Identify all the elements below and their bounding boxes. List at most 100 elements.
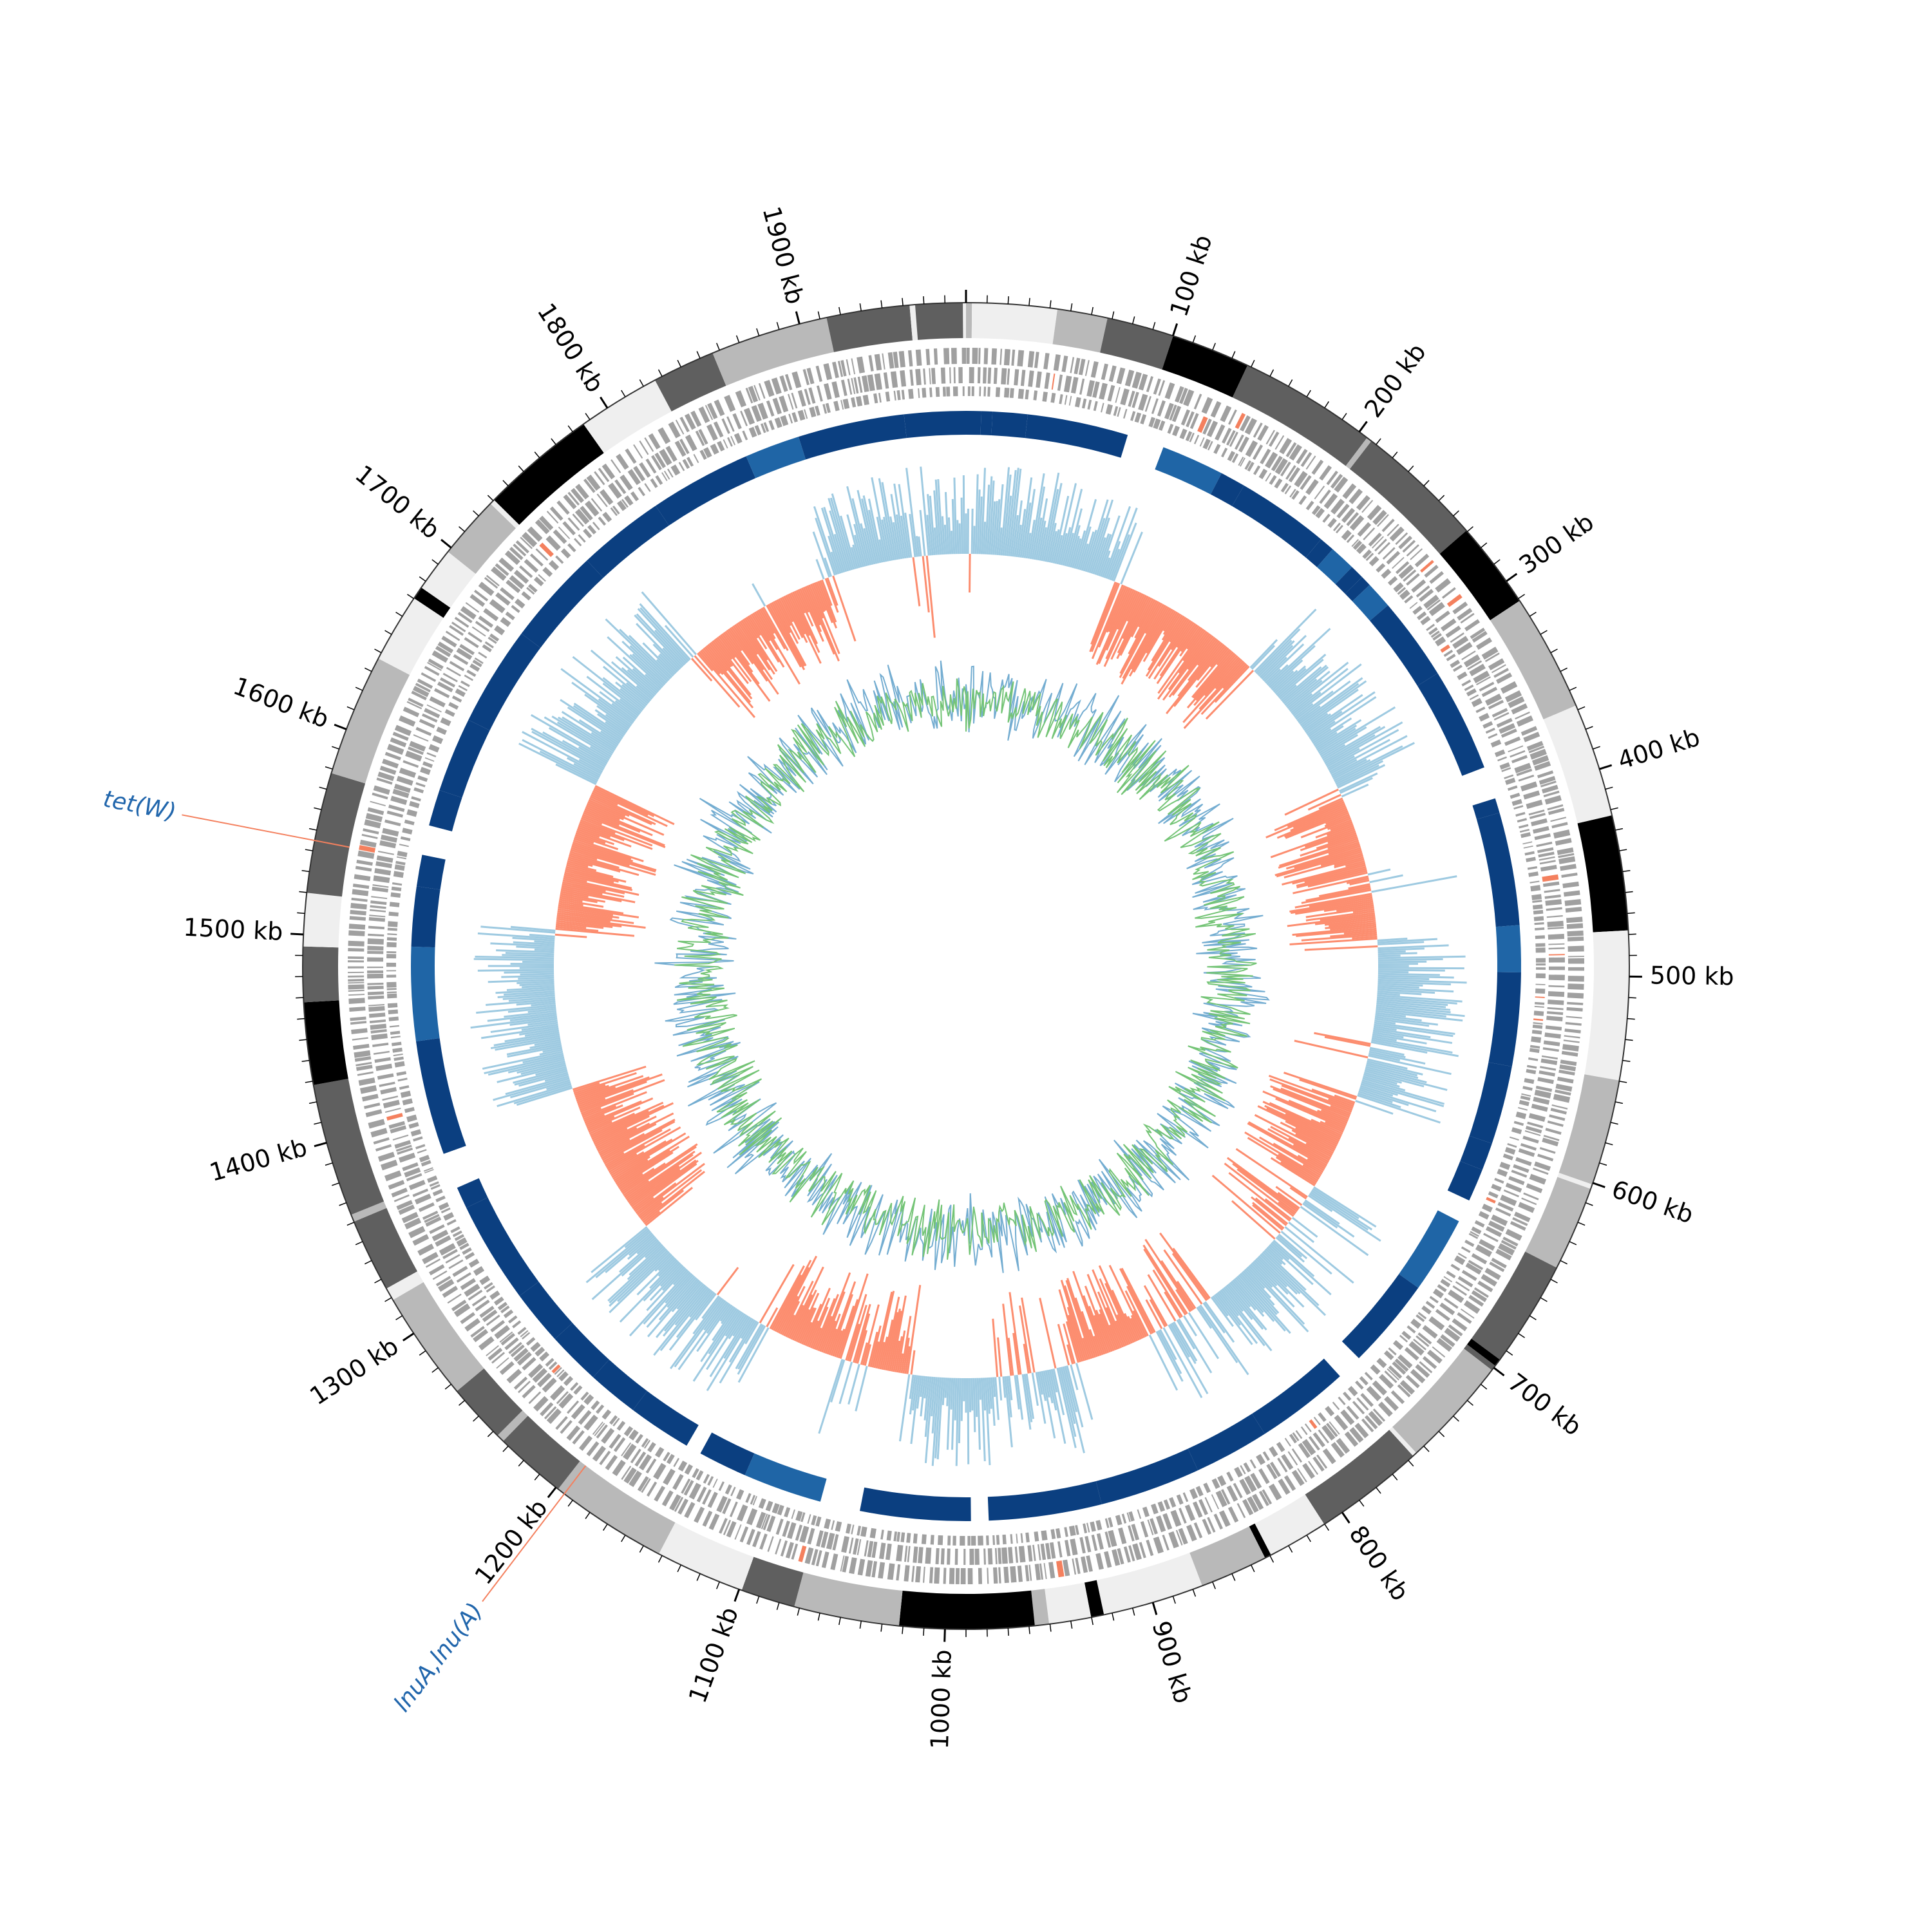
gc-content-bar <box>1361 1081 1444 1108</box>
gc-content-bar <box>1363 1074 1397 1085</box>
gc-content-bar <box>594 1128 628 1146</box>
cds-feature <box>540 1402 554 1417</box>
cds-feature <box>1520 1095 1531 1101</box>
gc-content-bar <box>524 1029 560 1037</box>
gc-content-bar <box>1097 1291 1122 1349</box>
gc-content-bar <box>1378 969 1445 972</box>
cds-feature <box>386 970 397 972</box>
gc-content-bar <box>1018 509 1027 558</box>
gc-content-bar <box>1023 1343 1030 1374</box>
cds-feature <box>1558 856 1576 864</box>
cds-feature <box>419 1155 430 1162</box>
gc-content-bar <box>1227 1283 1267 1331</box>
gc-content-bar <box>929 495 936 555</box>
cds-feature <box>1505 1182 1522 1193</box>
gc-content-bar <box>473 958 554 961</box>
gc-content-bar <box>1232 1162 1298 1213</box>
gc-content-bar <box>572 843 657 871</box>
cds-feature <box>440 717 451 726</box>
gc-content-bar <box>1106 585 1128 633</box>
gc-content-bar <box>1377 938 1408 942</box>
gc-content-bar <box>507 1006 556 1013</box>
gc-content-bar <box>1238 1274 1291 1334</box>
cds-feature <box>1401 1331 1412 1340</box>
cds-feature <box>949 1567 955 1584</box>
gene-annotation-label: lnuA,lnu(A) <box>389 1598 488 1717</box>
cds-feature <box>433 688 450 699</box>
gc-content-bar <box>1153 621 1193 680</box>
gc-content-bar <box>1065 1321 1079 1363</box>
cds-feature <box>1388 1365 1403 1379</box>
cds-feature <box>1289 488 1296 498</box>
cds-feature <box>425 1258 440 1268</box>
gc-content-bar <box>1258 1136 1323 1175</box>
cds-feature <box>1357 522 1372 537</box>
gc-content-bar <box>1276 654 1327 697</box>
gc-content-bar <box>1287 914 1376 927</box>
cds-feature <box>721 418 730 434</box>
gc-content-bar <box>800 1321 813 1345</box>
gc-content-bar <box>627 669 657 696</box>
gc-content-bar <box>1083 529 1097 572</box>
gc-content-bar <box>1166 642 1224 715</box>
gc-content-bar <box>605 721 625 736</box>
cds-feature <box>503 1309 514 1318</box>
gc-content-bar <box>779 597 794 623</box>
gc-content-bar <box>512 936 555 942</box>
gc-content-bar <box>1270 1157 1316 1187</box>
gc-content-bar <box>542 1046 563 1053</box>
minor-tick <box>1028 1626 1030 1634</box>
annotation-leader-line <box>482 1465 587 1602</box>
cds-feature <box>802 368 810 386</box>
gc-content-bar <box>1285 1120 1338 1147</box>
minor-tick <box>1152 321 1156 330</box>
cds-feature <box>1128 1545 1135 1562</box>
cds-feature <box>1336 504 1350 518</box>
cds-feature <box>1146 1539 1154 1557</box>
gc-content-bar <box>1007 1338 1014 1376</box>
gc-content-bar <box>477 969 554 972</box>
cds-feature <box>1334 1414 1349 1431</box>
gc-content-bar <box>895 1336 903 1372</box>
cds-feature <box>658 427 671 444</box>
gc-content-bar <box>607 1153 638 1171</box>
cds-feature <box>1435 1309 1450 1321</box>
gc-content-bar <box>1321 744 1346 759</box>
cds-feature <box>629 1470 642 1488</box>
cds-feature <box>1309 1419 1318 1429</box>
cds-feature <box>1319 465 1332 481</box>
cds-feature <box>509 547 524 560</box>
cds-feature <box>1298 495 1307 506</box>
gc-content-bar <box>605 1128 671 1166</box>
cds-feature <box>546 511 559 524</box>
cds-feature <box>1548 957 1565 963</box>
gc-content-bar <box>1378 976 1430 981</box>
gc-content-bar <box>832 575 857 642</box>
cds-feature <box>426 752 437 758</box>
cds-feature <box>1025 1532 1030 1543</box>
gc-content-bar <box>573 1082 600 1093</box>
cds-feature <box>761 1513 768 1530</box>
cds-feature <box>596 493 608 507</box>
cds-feature <box>1003 1566 1009 1584</box>
gc-content-bar <box>829 497 853 571</box>
minor-tick <box>1550 1278 1558 1283</box>
cds-feature <box>1250 1472 1262 1489</box>
gc-content-bar <box>1117 589 1137 630</box>
minor-tick <box>1540 630 1548 635</box>
cds-feature <box>1481 687 1498 697</box>
gc-content-bar <box>1037 520 1046 561</box>
cds-feature <box>1484 652 1500 663</box>
gc-content-bar <box>1323 902 1374 913</box>
cds-feature <box>1372 1408 1386 1422</box>
gc-content-bar <box>1280 1161 1317 1185</box>
cds-feature <box>1215 1490 1227 1508</box>
cds-feature <box>1090 361 1099 378</box>
cds-feature <box>1410 1368 1426 1384</box>
cds-feature <box>1346 534 1355 544</box>
gc-content-bar <box>596 705 630 730</box>
gc-content-bar <box>747 615 761 636</box>
gc-content-bar <box>1027 520 1036 559</box>
gc-content-bar <box>1376 1010 1463 1022</box>
gc-content-bar <box>1377 938 1437 943</box>
